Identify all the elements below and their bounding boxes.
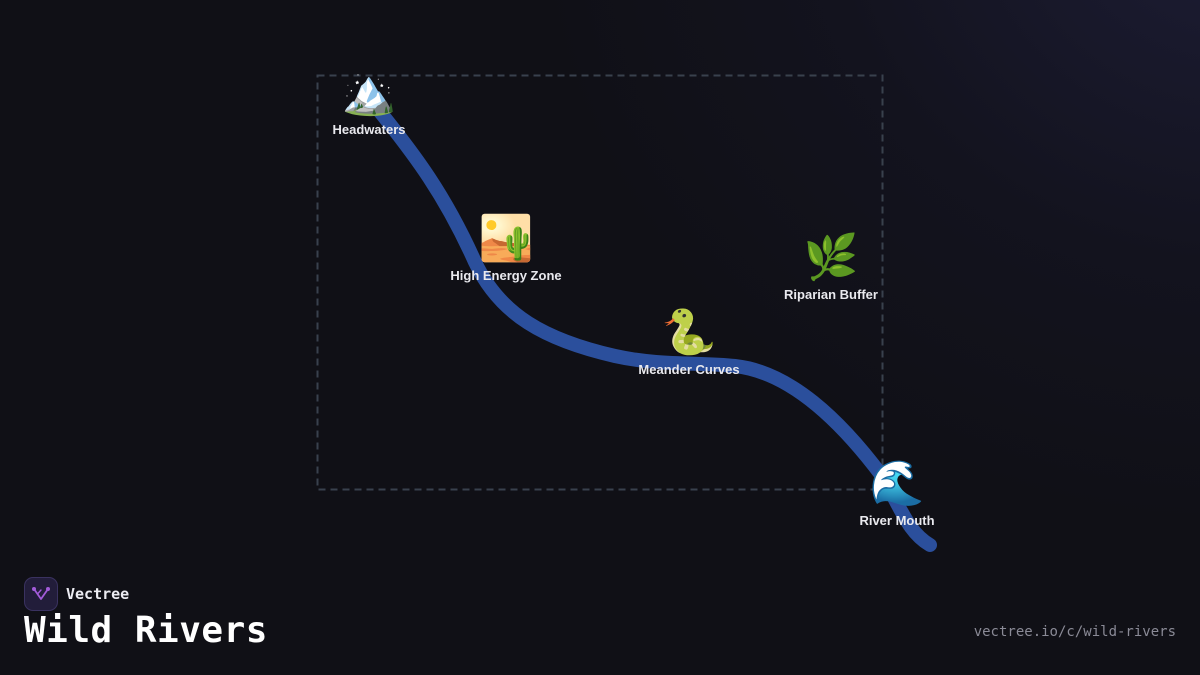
node-label: High Energy Zone	[450, 268, 562, 283]
region-frame	[316, 74, 884, 491]
node-label: Meander Curves	[638, 362, 740, 377]
node-label: Riparian Buffer	[784, 287, 878, 302]
node-meander-curves[interactable]: 🐍 Meander Curves	[638, 308, 739, 377]
snake-icon: 🐍	[661, 308, 717, 357]
page-url[interactable]: vectree.io/c/wild-rivers	[973, 624, 1176, 640]
herb-icon: 🌿	[803, 233, 859, 282]
node-riparian-buffer[interactable]: 🌿 Riparian Buffer	[784, 233, 878, 302]
node-label: Headwaters	[332, 122, 406, 137]
node-river-mouth[interactable]: 🌊 River Mouth	[859, 459, 934, 528]
wave-icon: 🌊	[869, 459, 925, 508]
node-label: River Mouth	[859, 513, 935, 528]
node-high-energy-zone[interactable]: 🏜️ High Energy Zone	[450, 214, 561, 283]
desert-icon: 🏜️	[478, 214, 534, 263]
river-path	[370, 101, 937, 552]
node-headwaters[interactable]: 🏔️ Headwaters	[333, 68, 406, 137]
page-title: Wild Rivers	[24, 610, 268, 651]
brand-name: Vectree	[66, 585, 130, 603]
snow-mountain-icon: 🏔️	[341, 68, 397, 117]
brand[interactable]: Vectree	[24, 577, 129, 611]
vectree-logo-icon	[24, 577, 58, 611]
